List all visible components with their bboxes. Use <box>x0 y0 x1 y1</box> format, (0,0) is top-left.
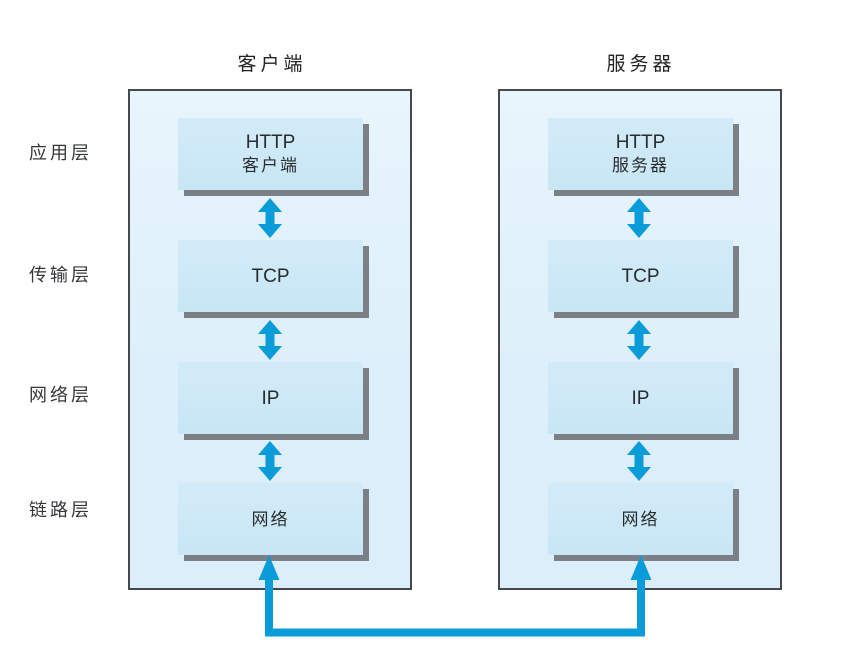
server-http-box-line2: 服务器 <box>612 156 669 175</box>
double-arrow-icon <box>627 320 651 360</box>
server-network-box-label: 网络 <box>621 509 660 529</box>
server-http-box: HTTP 服务器 <box>548 118 733 190</box>
client-tcp-box: TCP <box>178 240 363 312</box>
server-network-box: 网络 <box>548 483 733 555</box>
double-arrow-icon <box>258 441 282 481</box>
server-column-title: 服务器 <box>606 54 676 75</box>
client-network-box: 网络 <box>178 483 363 555</box>
layer-label-application: 应用层 <box>29 143 92 163</box>
layer-label-link: 链路层 <box>29 500 92 520</box>
client-network-box-label: 网络 <box>251 509 290 529</box>
client-stack-panel: HTTP 客户端 TCP IP 网络 <box>128 89 412 590</box>
layer-label-transport: 传输层 <box>29 265 92 285</box>
client-ip-box-label: IP <box>261 387 280 409</box>
client-http-box-line2: 客户端 <box>242 156 299 175</box>
server-ip-box-label: IP <box>631 387 650 409</box>
client-ip-box: IP <box>178 362 363 434</box>
double-arrow-icon <box>258 320 282 360</box>
client-column-title: 客户端 <box>237 54 307 75</box>
server-http-box-line1: HTTP <box>615 132 666 153</box>
server-tcp-box: TCP <box>548 240 733 312</box>
client-tcp-box-label: TCP <box>251 265 290 287</box>
client-http-box-line1: HTTP <box>245 132 296 153</box>
double-arrow-icon <box>627 198 651 238</box>
server-tcp-box-label: TCP <box>621 265 660 287</box>
client-http-box: HTTP 客户端 <box>178 118 363 190</box>
double-arrow-icon <box>258 198 282 238</box>
layer-label-network: 网络层 <box>29 385 92 405</box>
double-arrow-icon <box>627 441 651 481</box>
server-ip-box: IP <box>548 362 733 434</box>
